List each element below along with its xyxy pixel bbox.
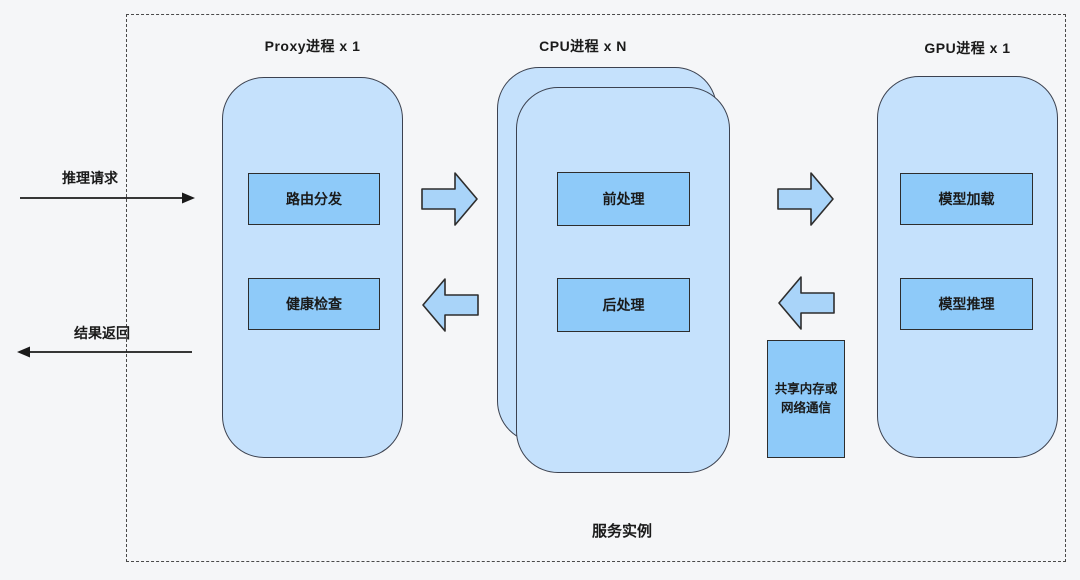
preprocess-box: 前处理 [557,172,690,226]
inference-request-label: 推理请求 [62,170,118,186]
route-dispatch-box: 路由分发 [248,173,380,225]
cpu-column-title: CPU进程 x N [539,38,627,54]
gpu-column-title: GPU进程 x 1 [924,40,1011,56]
block-arrow-left-cpu-to-proxy-icon [422,278,479,332]
result-return-label: 结果返回 [74,325,130,341]
inference-request-arrow-icon [20,192,195,204]
shared-memory-network-box: 共享内存或 网络通信 [767,340,845,458]
shared-memory-network-line2: 网络通信 [780,401,831,415]
proxy-process-container [222,77,403,458]
model-load-box: 模型加载 [900,173,1033,225]
service-instance-boundary [126,14,1066,562]
block-arrow-right-cpu-to-gpu-icon [777,172,834,226]
service-instance-label: 服务实例 [591,523,652,540]
postprocess-box: 后处理 [557,278,690,332]
gpu-process-container [877,76,1058,458]
shared-memory-network-line1: 共享内存或 [774,382,838,397]
health-check-box: 健康检查 [248,278,380,330]
proxy-column-title: Proxy进程 x 1 [264,38,361,54]
block-arrow-left-gpu-to-cpu-icon [778,276,835,330]
block-arrow-right-proxy-to-cpu-icon [421,172,478,226]
result-return-arrow-icon [17,346,192,358]
model-inference-box: 模型推理 [900,278,1033,330]
